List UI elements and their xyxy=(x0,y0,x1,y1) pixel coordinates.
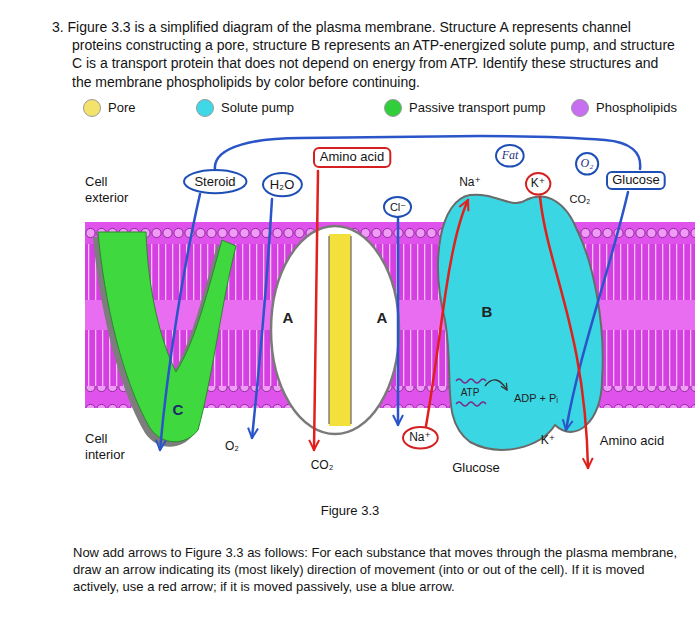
protein-shape xyxy=(98,232,236,442)
circle-outline xyxy=(576,153,598,175)
circled-ion: Na⁺ xyxy=(402,426,439,450)
circled-molecule: Steroid xyxy=(183,169,248,194)
circle-outline xyxy=(496,145,524,167)
circle-outline xyxy=(263,173,302,196)
node-text: Na⁺ xyxy=(409,431,431,445)
legend-item: Pore xyxy=(108,101,135,116)
protein-label-holder: ATP xyxy=(461,387,480,398)
circled-molecule: Fat xyxy=(495,144,525,168)
circle-outline xyxy=(384,197,411,217)
legend-swatch xyxy=(83,99,101,117)
energy-squiggle xyxy=(456,402,486,406)
molecule-label: ATP xyxy=(461,387,480,398)
boxed-molecule: Amino acid xyxy=(313,147,391,168)
protein-label-holder: A xyxy=(283,310,294,327)
region-label: Cell interior xyxy=(85,431,149,462)
node-text: O₂ xyxy=(581,157,594,171)
passive-arrow xyxy=(252,199,272,438)
protein-label-holder: B xyxy=(482,304,493,321)
node-text: H₂O xyxy=(270,178,295,193)
molecule-label: CO₂ xyxy=(570,193,591,206)
molecule-label: Glucose xyxy=(452,461,500,476)
circle-outline xyxy=(526,173,550,195)
circled-molecule: H₂O xyxy=(262,172,303,197)
legend-text: Pore xyxy=(108,101,135,116)
legend-swatch xyxy=(571,99,589,117)
box-outline xyxy=(314,148,390,167)
passive-arrow xyxy=(397,217,400,425)
legend-text: Solute pump xyxy=(221,101,294,116)
structure-letter: A xyxy=(283,310,294,327)
pore-channel xyxy=(329,234,351,426)
solute-pump: B ATP ADP + Pᵢ xyxy=(430,186,605,451)
node-text: Cl⁻ xyxy=(390,201,406,214)
active-arrow xyxy=(314,171,318,450)
molecule-label: A xyxy=(377,310,388,327)
figure-caption: Figure 3.3 xyxy=(321,504,380,519)
ion-label: K⁺ xyxy=(541,434,555,448)
node-text: K⁺ xyxy=(531,177,545,191)
legend-swatch xyxy=(196,99,214,117)
solute-pump xyxy=(438,195,603,450)
legend-item: Phospholipids xyxy=(596,101,677,116)
circle-outline xyxy=(403,427,438,449)
legend-text: Passive transport pump xyxy=(409,101,546,116)
node-text: Fat xyxy=(502,149,519,163)
circled-ion: Cl⁻ xyxy=(383,196,412,218)
passive-transport-protein: C xyxy=(95,228,235,438)
node-text: Amino acid xyxy=(320,150,384,165)
node-text: Steroid xyxy=(194,175,235,190)
pore-wall xyxy=(329,236,351,424)
passive-arrow xyxy=(160,194,200,450)
molecule-label: ADP + Pᵢ xyxy=(514,392,558,404)
molecule-label: CO₂ xyxy=(311,459,334,473)
molecule-label: O₂ xyxy=(225,440,239,454)
channel-protein: AA xyxy=(268,224,402,438)
hand-drawn-arrows xyxy=(160,136,640,468)
legend-swatch xyxy=(384,99,402,117)
question-text: 3. Figure 3.3 is a simplified diagram of… xyxy=(52,18,680,91)
reaction-arrow xyxy=(485,380,507,390)
structure-letter: B xyxy=(482,304,493,321)
energy-squiggle xyxy=(456,379,486,383)
circle-outline xyxy=(184,170,247,193)
structure-letter: C xyxy=(173,402,184,419)
instruction-text: Now add arrows to Figure 3.3 as follows:… xyxy=(73,545,685,596)
channel-protein xyxy=(271,226,399,434)
passive-arrow xyxy=(566,192,628,430)
legend-item: Passive transport pump xyxy=(409,101,546,116)
node-text: Glucose xyxy=(612,173,660,188)
boxed-molecule: Glucose xyxy=(606,171,666,190)
legend-text: Phospholipids xyxy=(596,101,677,116)
active-arrow xyxy=(540,197,588,468)
lipid-heads xyxy=(85,222,695,244)
legend-item: Solute pump xyxy=(221,101,294,116)
protein-label-holder: ADP + Pᵢ xyxy=(514,392,558,404)
molecule-label: Amino acid xyxy=(600,434,664,449)
region-label: Cell exterior xyxy=(85,174,149,205)
circled-ion: K⁺ xyxy=(525,172,551,196)
circled-molecule: O₂ xyxy=(575,152,599,176)
protein-shape xyxy=(271,226,399,434)
protein-shape xyxy=(438,195,603,450)
protein-label-holder: C xyxy=(173,402,184,419)
ion-label: Na⁺ xyxy=(459,176,481,190)
protein-label-holder: A xyxy=(377,310,388,327)
box-outline xyxy=(607,172,665,189)
